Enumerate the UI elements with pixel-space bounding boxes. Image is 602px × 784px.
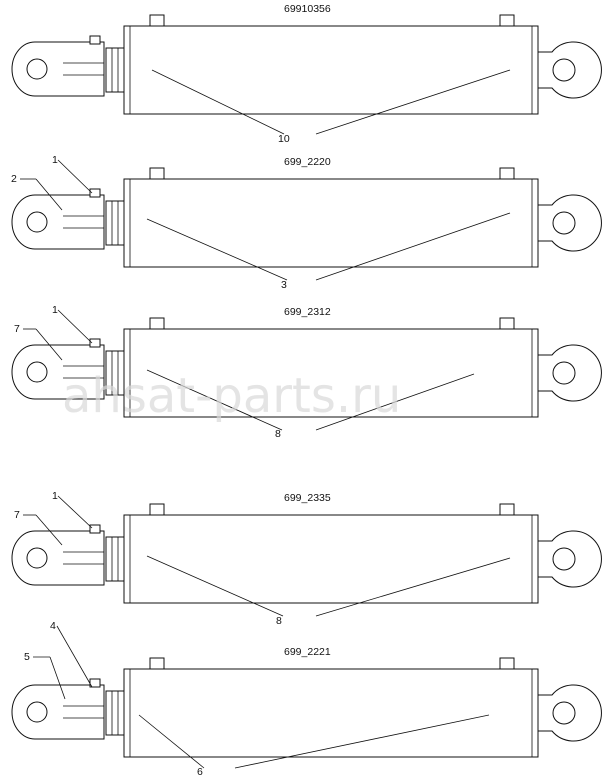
callout-number: 3 [281, 279, 287, 291]
leader-line [56, 625, 93, 688]
leader-line [146, 218, 288, 281]
base-eye-hole [552, 547, 576, 571]
grease-fitting [89, 524, 101, 534]
grease-fitting [89, 188, 101, 198]
base-eye-hole [552, 211, 576, 235]
hydraulic-cylinder: 699_2221 4 5 6 [11, 620, 602, 778]
mount-lug [149, 14, 165, 28]
leader-line [315, 69, 511, 135]
callout-number: 8 [275, 428, 281, 440]
base-eye-hole [552, 701, 576, 725]
hydraulic-cylinder: 699_2335 1 7 8 [11, 490, 602, 627]
mount-lug [149, 317, 165, 331]
gland-nut [105, 47, 125, 93]
clevis-pin-hole [26, 701, 48, 723]
leader-line [57, 309, 93, 344]
callout-number: 8 [276, 615, 282, 627]
rod-clevis [11, 684, 105, 740]
callout-number: 6 [197, 766, 203, 778]
gland-nut [105, 350, 125, 396]
base-eye [537, 344, 602, 402]
leader-line [35, 514, 63, 546]
hydraulic-cylinder: 699_2312 1 7 8 [11, 304, 602, 440]
base-eye [537, 194, 602, 252]
part-number-label: 699_2335 [284, 492, 331, 504]
callout-number: 1 [52, 490, 58, 502]
part-number-label: 699_2220 [284, 156, 331, 168]
leader-line [138, 714, 205, 769]
cylinder-barrel [123, 668, 539, 758]
leader-line [57, 159, 93, 194]
part-number-label: 699_2221 [284, 646, 331, 658]
base-eye [537, 530, 602, 588]
part-number-label: 699_2312 [284, 306, 331, 318]
gland-nut [105, 200, 125, 246]
mount-lug [499, 167, 515, 181]
rod-clevis [11, 530, 105, 586]
cylinder-barrel [123, 178, 539, 268]
callout-number: 4 [50, 620, 56, 632]
leader-line [315, 212, 511, 281]
clevis-pin-hole [26, 211, 48, 233]
base-eye-hole [552, 58, 576, 82]
base-eye [537, 41, 602, 99]
cylinder-barrel [123, 514, 539, 604]
mount-lug [499, 317, 515, 331]
leader-line [234, 714, 490, 769]
callout-number: 5 [24, 651, 30, 663]
base-eye-hole [552, 361, 576, 385]
gland-nut [105, 690, 125, 736]
leader-line [315, 557, 511, 617]
cylinder-barrel [123, 328, 539, 418]
leader-line [146, 369, 283, 431]
leader-line [35, 328, 63, 361]
callout-number: 7 [14, 323, 20, 335]
clevis-pin-hole [26, 361, 48, 383]
rod-clevis [11, 41, 105, 97]
mount-lug [499, 503, 515, 517]
grease-fitting [89, 338, 101, 348]
hydraulic-cylinder: 69910356 10 [11, 3, 602, 145]
rod-clevis [11, 344, 105, 400]
cylinder-layer: 6991035610699_2220123699_2312178699_2335… [11, 3, 602, 778]
leader-line [315, 373, 475, 431]
callout-number: 7 [14, 509, 20, 521]
leader-line [35, 178, 63, 211]
callout-number: 2 [11, 173, 17, 185]
mount-lug [149, 167, 165, 181]
grease-fitting [89, 35, 101, 45]
leader-line [57, 495, 93, 529]
rod-clevis [11, 194, 105, 250]
watermark-text: ahsat-parts.ru [62, 368, 401, 424]
leader-line [49, 656, 66, 700]
base-eye [537, 684, 602, 742]
clevis-pin-hole [26, 547, 48, 569]
leader-line [151, 69, 285, 135]
mount-lug [149, 657, 165, 671]
leader-line [146, 555, 284, 617]
clevis-pin-hole [26, 58, 48, 80]
mount-lug [499, 14, 515, 28]
callout-number: 10 [278, 133, 290, 145]
cylinder-barrel [123, 25, 539, 115]
gland-nut [105, 536, 125, 582]
mount-lug [149, 503, 165, 517]
callout-number: 1 [52, 304, 58, 316]
mount-lug [499, 657, 515, 671]
part-number-label: 69910356 [284, 3, 331, 15]
hydraulic-cylinder: 699_2220 1 2 3 [11, 154, 602, 291]
callout-number: 1 [52, 154, 58, 166]
